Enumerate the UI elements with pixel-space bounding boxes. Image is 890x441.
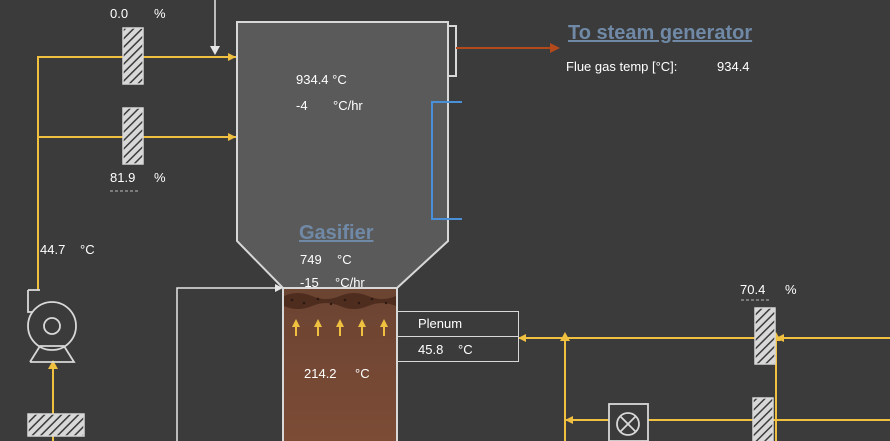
gasifier-vessel	[236, 21, 449, 289]
flue-gas-line	[456, 43, 560, 53]
gasifier-top-rate-unit: °C/hr	[333, 98, 363, 113]
valve-bottom-right[interactable]	[752, 397, 774, 441]
bed-surface	[284, 293, 396, 309]
bed-feed-line	[176, 284, 283, 441]
valve-bottom-left[interactable]	[27, 413, 85, 437]
gasifier-top-temp: 934.4 °C	[296, 72, 347, 87]
plenum-box[interactable]: Plenum 45.8 °C	[397, 311, 519, 362]
valve-right-value: 70.4	[740, 282, 766, 297]
plenum-label: Plenum	[418, 316, 463, 331]
plenum-temp-unit: °C	[458, 342, 473, 357]
fluidizing-arrows	[292, 319, 388, 336]
air-supply-lines	[37, 56, 890, 441]
valve-mid-left[interactable]	[122, 107, 144, 165]
bed-lower-temp-value: 214.2	[304, 366, 337, 381]
bed-lower-temp-unit: °C	[355, 366, 370, 381]
gasifier-bed-temp-unit: °C	[337, 252, 352, 267]
valve-top-left[interactable]	[122, 27, 144, 85]
steam-generator-title[interactable]: To steam generator	[568, 22, 753, 44]
bed-section	[282, 287, 398, 441]
cooling-water-loop	[431, 101, 462, 220]
air-arrowheads	[48, 53, 784, 424]
gasifier-title[interactable]: Gasifier	[299, 222, 374, 244]
blower-temp-unit: °C	[80, 242, 95, 257]
bed-particles	[290, 297, 388, 306]
valve-right-unit: %	[785, 282, 797, 297]
blower-icon[interactable]	[27, 289, 77, 363]
valve-mid-left-value: 81.9	[110, 170, 136, 185]
valve-mid-left-unit: %	[154, 170, 166, 185]
top-feed-line	[210, 0, 220, 55]
valve-top-left-value: 0.0	[110, 6, 129, 21]
gasifier-bed-rate-unit: °C/hr	[335, 275, 365, 290]
gasifier-bed-rate-value: -15	[300, 275, 319, 290]
valve-right[interactable]	[754, 307, 776, 365]
blower-temp-value: 44.7	[40, 242, 66, 257]
plenum-temp-value: 45.8	[418, 342, 444, 357]
flue-outlet-flange	[448, 25, 457, 77]
gasifier-bed-temp-value: 749	[300, 252, 322, 267]
gasifier-top-rate-value: -4	[296, 98, 308, 113]
flue-gas-value: 934.4	[717, 59, 750, 74]
flue-gas-label: Flue gas temp [°C]:	[566, 59, 678, 74]
valve-top-left-unit: %	[154, 6, 166, 21]
mixing-valve-icon[interactable]	[608, 403, 649, 441]
